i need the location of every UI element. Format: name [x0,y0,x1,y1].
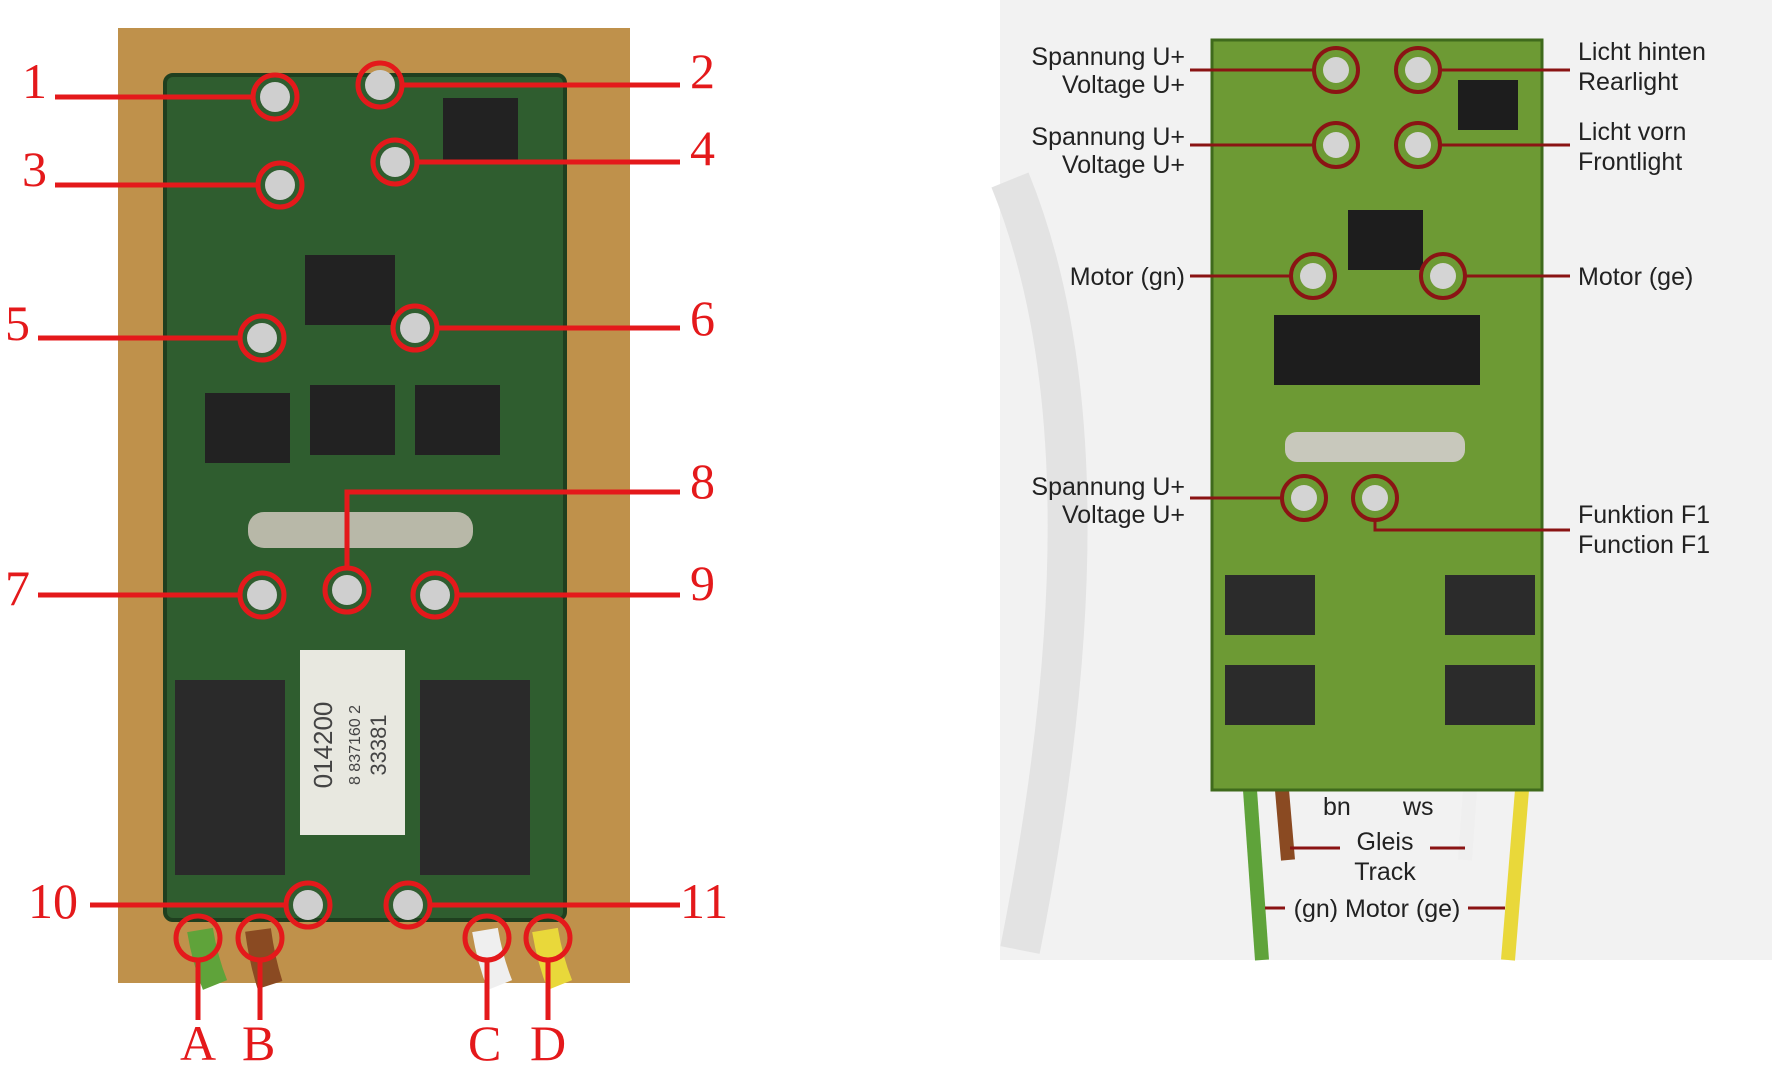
wire-label-a: A [180,1015,216,1065]
board-edge [1210,38,1544,792]
callout-motor-gn: Motor (gn) [1070,263,1185,291]
solder-pad [365,70,395,100]
ic-chip [415,385,500,455]
solder-pad [420,580,450,610]
callout-function-2: Function F1 [1578,531,1710,559]
leader-8 [344,489,680,568]
pad-label-8: 8 [690,453,715,509]
left-photo: 014200 8 837160 2 33381 [5,28,728,1065]
wire-brown [1275,789,1295,861]
wire-white [1458,789,1477,861]
callout-rearlight-2: Rearlight [1578,68,1678,96]
board-marking: 8 837160 2 [347,705,364,785]
transistor [1445,575,1535,635]
callout-voltage-top-2: Voltage U+ [1062,71,1185,99]
pad-label-6: 6 [690,290,715,346]
white-component [300,650,405,835]
solder-pad [400,313,430,343]
callout-frontlight-1: Licht vorn [1578,118,1686,146]
solder-pad [1291,485,1317,511]
board-edge [163,73,567,922]
callout-leader [1373,520,1570,532]
resistor [248,512,473,548]
callout-voltage-mid-1: Spannung U+ [1031,123,1185,151]
wire-yellow [1501,789,1529,961]
solder-pad [1323,57,1349,83]
ic-chip [1342,315,1412,385]
board-marking: 014200 [308,702,338,789]
wire-green [1243,789,1269,961]
solder-pad [1430,263,1456,289]
inductor [175,680,285,780]
solder-pad [247,580,277,610]
solder-pad [1300,263,1326,289]
ic-chip [205,393,290,463]
resistor [1285,432,1465,462]
callout-function-1: Funktion F1 [1578,501,1710,529]
pad-label-5: 5 [5,295,30,351]
wire-label-d: D [530,1015,566,1065]
solder-pad [260,82,290,112]
motor-wires-label: (gn) Motor (ge) [1294,895,1461,923]
right-photo: Spannung U+ Voltage U+ Spannung U+ Volta… [991,0,1772,961]
ic-chip [305,255,395,325]
solder-pad [1362,485,1388,511]
pad-label-11: 11 [680,873,728,929]
wire-tag-ws: ws [1402,793,1434,821]
ic-chip [1458,80,1518,130]
ic-chip [1348,210,1423,270]
solder-pad [380,147,410,177]
track-label-2: Track [1354,858,1416,886]
callout-motor-ge: Motor (ge) [1578,263,1693,291]
ic-chip [1410,315,1480,385]
transistor [1225,575,1315,635]
transistor [1445,665,1535,725]
pad-label-7: 7 [5,560,30,616]
solder-pad [1405,132,1431,158]
board-marking: 33381 [366,714,391,775]
wire-label-b: B [242,1015,275,1065]
pad-label-2: 2 [690,43,715,99]
pad-label-4: 4 [690,120,715,176]
ic-chip [310,385,395,455]
callout-rearlight-1: Licht hinten [1578,38,1706,66]
solder-pad [1405,57,1431,83]
solder-pad [1323,132,1349,158]
paper-swirl [991,172,1088,954]
solder-pad [332,575,362,605]
callout-voltage-top-1: Spannung U+ [1031,43,1185,71]
inductor [175,780,285,875]
callout-voltage-bottom-1: Spannung U+ [1031,473,1185,501]
inductor [420,680,530,780]
ic-chip [443,98,518,163]
callout-voltage-mid-2: Voltage U+ [1062,151,1185,179]
ic-chip [1274,315,1344,385]
inductor [420,780,530,875]
pad-label-9: 9 [690,555,715,611]
pad-label-1: 1 [22,53,47,109]
solder-pad [393,890,423,920]
pad-label-3: 3 [22,141,47,197]
solder-pad [265,170,295,200]
callout-voltage-bottom-2: Voltage U+ [1062,501,1185,529]
solder-pad [293,890,323,920]
callout-frontlight-2: Frontlight [1578,148,1682,176]
wire-label-c: C [468,1015,501,1065]
pad-label-10: 10 [28,873,78,929]
solder-pad [247,323,277,353]
track-label-1: Gleis [1357,828,1414,856]
transistor [1225,665,1315,725]
wire-tag-bn: bn [1323,793,1351,821]
